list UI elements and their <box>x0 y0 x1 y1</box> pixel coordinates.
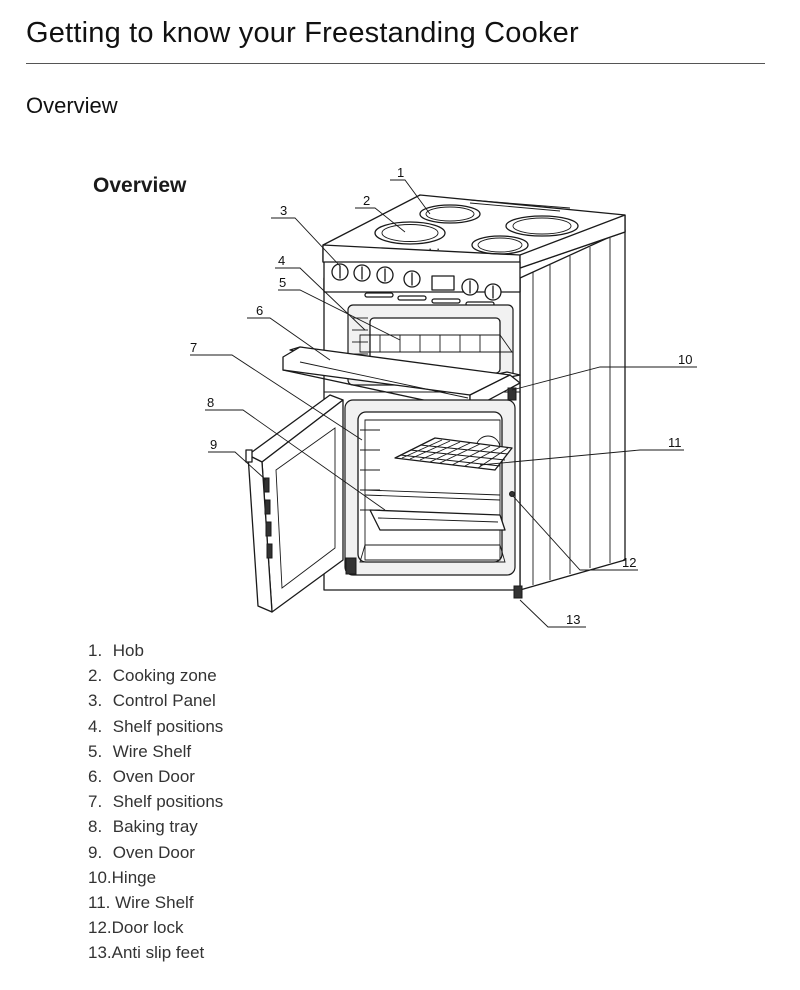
callout-numbers: 1 2 3 4 5 6 7 8 9 10 11 12 13 <box>190 165 692 627</box>
legend-item: 12.Door lock <box>88 918 184 938</box>
cooker-diagram: Overview <box>0 150 800 640</box>
door-lock <box>509 491 515 497</box>
legend-label: Anti slip feet <box>111 943 205 963</box>
legend-item: 11. Wire Shelf <box>88 892 194 912</box>
callout-11: 11 <box>668 435 682 450</box>
cooking-zones: · · <box>374 204 579 256</box>
callout-4: 4 <box>278 253 285 268</box>
legend-item: 10.Hinge <box>88 867 157 887</box>
legend-item: 5. Wire Shelf <box>88 741 192 761</box>
control-knob-2 <box>353 264 371 282</box>
control-knob-3 <box>376 266 394 284</box>
legend-label: Door lock <box>111 918 184 938</box>
section-heading: Overview <box>26 93 118 118</box>
legend-item: 7. Shelf positions <box>88 792 224 812</box>
door-catch <box>245 449 253 463</box>
callout-leaders <box>190 179 697 628</box>
lower-oven-door <box>245 394 344 613</box>
legend-label: Oven Door <box>112 842 195 862</box>
legend-label: Oven Door <box>112 766 195 786</box>
cooking-zone-front-left <box>374 221 446 245</box>
callout-13: 13 <box>566 612 580 627</box>
lower-shelf-rails <box>364 489 501 501</box>
control-knob-4 <box>403 270 421 288</box>
legend-label: Hinge <box>111 867 157 887</box>
legend-item: 6. Oven Door <box>88 766 195 786</box>
legend-item: 8. Baking tray <box>88 817 198 837</box>
door-handle <box>263 477 273 559</box>
control-knob-6 <box>484 283 502 301</box>
legend-item: 13.Anti slip feet <box>88 943 205 963</box>
callout-1: 1 <box>397 165 404 180</box>
control-knob-5 <box>461 278 479 296</box>
lower-wire-shelf <box>394 437 513 471</box>
upper-oven-door <box>282 346 521 411</box>
callout-6: 6 <box>256 303 263 318</box>
lower-oven <box>344 399 516 576</box>
cooking-zone-front-right <box>471 235 529 255</box>
parts-legend: 1. Hob 2. Cooking zone 3. Control Panel … <box>88 638 223 965</box>
legend-label: Control Panel <box>112 691 216 711</box>
anti-slip-feet <box>345 557 523 599</box>
legend-item: 3. Control Panel <box>88 691 216 711</box>
vent-slots <box>364 292 495 307</box>
oven-floor <box>359 544 506 563</box>
legend-item: 9. Oven Door <box>88 842 195 862</box>
callout-7: 7 <box>190 340 197 355</box>
legend-label: Wire Shelf <box>115 892 194 912</box>
legend-item: 2. Cooking zone <box>88 666 217 686</box>
callout-5: 5 <box>279 275 286 290</box>
legend-label: Hob <box>112 641 144 660</box>
cooking-zone-back-left <box>419 204 481 224</box>
cooking-zone-back-right <box>505 215 579 237</box>
callout-2: 2 <box>363 193 370 208</box>
hob-indicator-icon: · · <box>428 241 440 256</box>
callout-3: 3 <box>280 203 287 218</box>
control-panel <box>323 261 521 307</box>
legend-label: Wire Shelf <box>112 741 192 761</box>
diagram-title: Overview <box>93 174 187 197</box>
callout-9: 9 <box>210 437 217 452</box>
title-divider <box>26 63 765 64</box>
legend-label: Baking tray <box>112 817 198 837</box>
legend-label: Cooking zone <box>112 666 217 686</box>
timer-display <box>431 275 455 291</box>
upper-wire-shelf <box>359 334 513 353</box>
callout-8: 8 <box>207 395 214 410</box>
callout-12: 12 <box>622 555 636 570</box>
door-hinge <box>507 387 517 401</box>
legend-label: Shelf positions <box>112 716 224 736</box>
baking-tray <box>369 509 506 531</box>
legend-label: Shelf positions <box>112 792 224 812</box>
control-knob-1 <box>331 263 349 281</box>
page-title: Getting to know your Freestanding Cooker <box>26 17 579 49</box>
legend-item: 4. Shelf positions <box>88 716 224 736</box>
legend-item: 1. Hob <box>88 641 144 660</box>
callout-10: 10 <box>678 352 692 367</box>
